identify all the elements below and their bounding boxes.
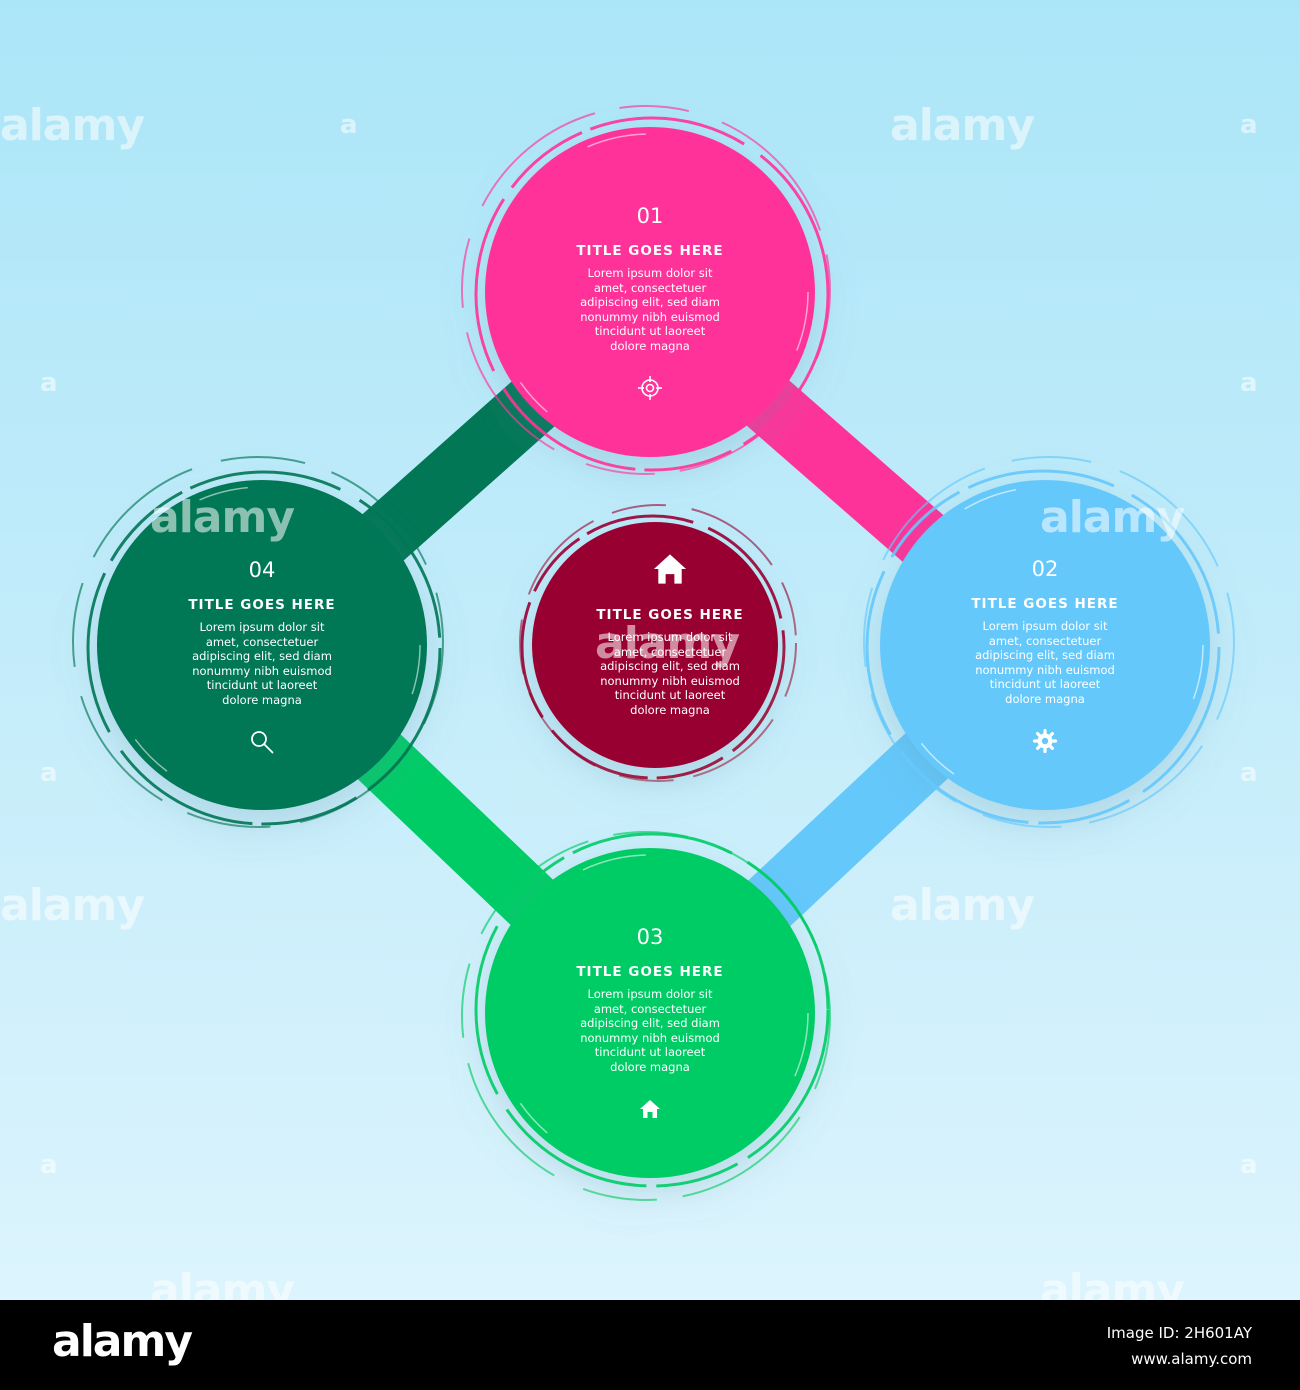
- node-04-title: TITLE GOES HERE: [188, 597, 336, 613]
- center-node: TITLE GOES HERE Lorem ipsum dolor sit am…: [570, 550, 770, 717]
- footer-bar: alamy Image ID: 2H601AY www.alamy.com: [0, 1300, 1300, 1390]
- node-03-number: 03: [636, 925, 664, 949]
- footer-url: www.alamy.com: [1131, 1350, 1252, 1368]
- infographic-canvas: alamy a alamy a a a alamy alamy alamy a …: [0, 0, 1300, 1300]
- node-04: 04 TITLE GOES HERE Lorem ipsum dolor sit…: [162, 557, 362, 755]
- node-04-description: Lorem ipsum dolor sit amet, consectetuer…: [192, 620, 332, 707]
- center-circle: [519, 504, 797, 782]
- node-01-description: Lorem ipsum dolor sit amet, consectetuer…: [580, 266, 720, 353]
- node-01: 01 TITLE GOES HERE Lorem ipsum dolor sit…: [550, 203, 750, 401]
- node-02: 02 TITLE GOES HERE Lorem ipsum dolor sit…: [945, 556, 1145, 754]
- home-icon: [651, 550, 689, 588]
- gear-icon: [1032, 728, 1058, 754]
- node-02-circle: [863, 456, 1235, 828]
- home-icon: [637, 1096, 663, 1122]
- diagram-artwork: [72, 105, 1235, 1201]
- center-description: Lorem ipsum dolor sit amet, consectetuer…: [600, 630, 740, 717]
- footer-logo: alamy: [52, 1316, 193, 1367]
- node-03-title: TITLE GOES HERE: [576, 964, 724, 980]
- node-04-number: 04: [248, 558, 276, 582]
- node-02-number: 02: [1031, 557, 1059, 581]
- node-02-description: Lorem ipsum dolor sit amet, consectetuer…: [975, 619, 1115, 706]
- node-03: 03 TITLE GOES HERE Lorem ipsum dolor sit…: [550, 924, 750, 1122]
- target-icon: [637, 375, 663, 401]
- node-01-number: 01: [636, 204, 664, 228]
- center-title: TITLE GOES HERE: [596, 607, 744, 623]
- node-03-description: Lorem ipsum dolor sit amet, consectetuer…: [580, 987, 720, 1074]
- node-01-circle: [461, 105, 831, 475]
- node-03-circle: [461, 831, 831, 1201]
- node-02-title: TITLE GOES HERE: [971, 596, 1119, 612]
- search-icon: [249, 729, 275, 755]
- node-04-circle: [72, 456, 444, 828]
- footer-image-id: Image ID: 2H601AY: [1106, 1324, 1252, 1342]
- node-01-title: TITLE GOES HERE: [576, 243, 724, 259]
- footer-meta: Image ID: 2H601AY www.alamy.com: [1107, 1320, 1252, 1372]
